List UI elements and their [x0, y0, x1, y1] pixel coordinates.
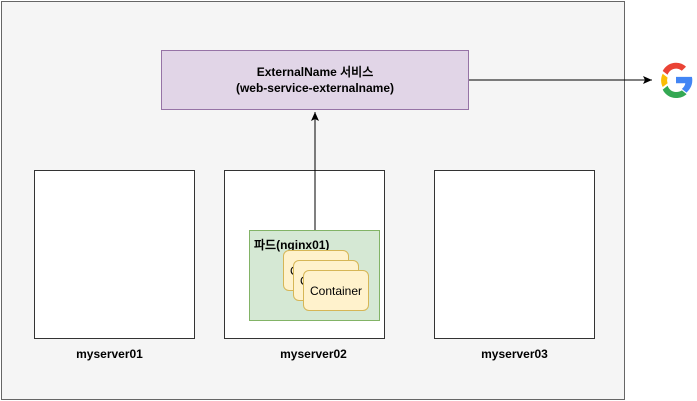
- pod-label: 파드(nginx01): [254, 238, 330, 252]
- server-node-myserver01[interactable]: [34, 170, 195, 339]
- server-label-myserver03: myserver03: [481, 347, 548, 361]
- service-title: ExternalName 서비스: [256, 65, 374, 79]
- service-name: (web-service-externalname): [235, 81, 395, 95]
- server-label-myserver01: myserver01: [76, 347, 143, 361]
- server-node-myserver03[interactable]: [434, 170, 595, 339]
- container-node-front[interactable]: Container: [303, 270, 369, 311]
- google-logo-icon: [661, 62, 693, 98]
- externalname-service-node[interactable]: ExternalName 서비스 (web-service-externalna…: [161, 50, 469, 110]
- server-label-myserver02: myserver02: [280, 347, 347, 361]
